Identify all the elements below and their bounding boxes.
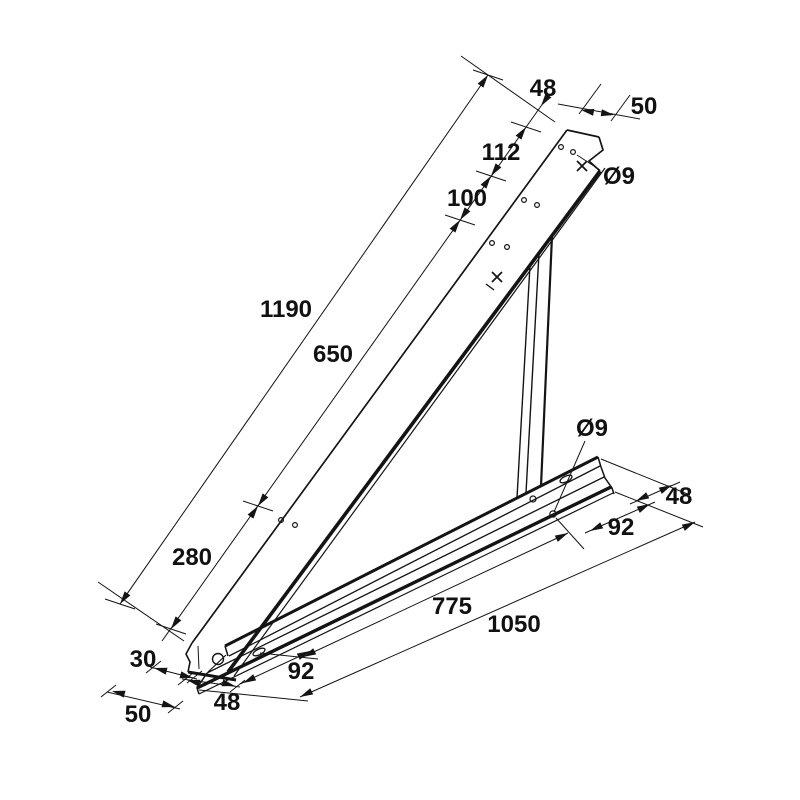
dimension-annotations: 48 50 112 100 Ø9 1190 650 280 Ø9 48 92 7…: [97, 55, 704, 728]
dim-line-1050: [299, 521, 696, 698]
extension-line: [614, 491, 704, 528]
extension-line: [198, 689, 309, 702]
dim-line-50-top: [557, 103, 641, 120]
dim-label-92-left: 92: [288, 658, 315, 685]
dim-label-30: 30: [130, 646, 157, 673]
extension-line: [460, 55, 556, 123]
beam-end-hole: [211, 652, 225, 666]
dim-label-1050: 1050: [487, 611, 540, 638]
dim-label-1190: 1190: [260, 296, 312, 323]
dim-line-chain: [161, 98, 547, 642]
support-strut: [516, 235, 554, 499]
extension-line: [610, 94, 631, 122]
beam-holes: [278, 144, 576, 528]
dim-label-50-bottom: 50: [125, 701, 152, 728]
extension-line: [600, 458, 691, 496]
dim-label-92-right: 92: [608, 514, 635, 541]
leader-top-hole: [576, 154, 601, 171]
extension-line: [259, 652, 319, 660]
extension-line: [555, 517, 585, 550]
extension-line: [97, 581, 185, 642]
bottom-rail: [196, 455, 615, 695]
hole-label-top: Ø9: [603, 163, 635, 190]
inclined-beam: [185, 129, 606, 682]
dim-label-48-top: 48: [530, 75, 557, 102]
dim-label-48-bottom: 48: [214, 689, 241, 716]
rail-holes: [252, 474, 573, 657]
dim-label-48-right: 48: [666, 483, 693, 510]
dim-label-280: 280: [172, 544, 212, 571]
hole-label-mid: Ø9: [576, 415, 608, 442]
dim-line-1190: [119, 74, 489, 605]
bolt-cross-marks: [485, 160, 588, 291]
dim-label-650: 650: [313, 341, 353, 368]
dim-label-50-top: 50: [631, 93, 658, 120]
dim-line-775: [302, 532, 569, 658]
dim-label-112: 112: [482, 139, 521, 166]
dim-label-775: 775: [432, 593, 472, 620]
leader-mid-hole: [553, 440, 586, 513]
dim-label-100: 100: [447, 185, 487, 212]
